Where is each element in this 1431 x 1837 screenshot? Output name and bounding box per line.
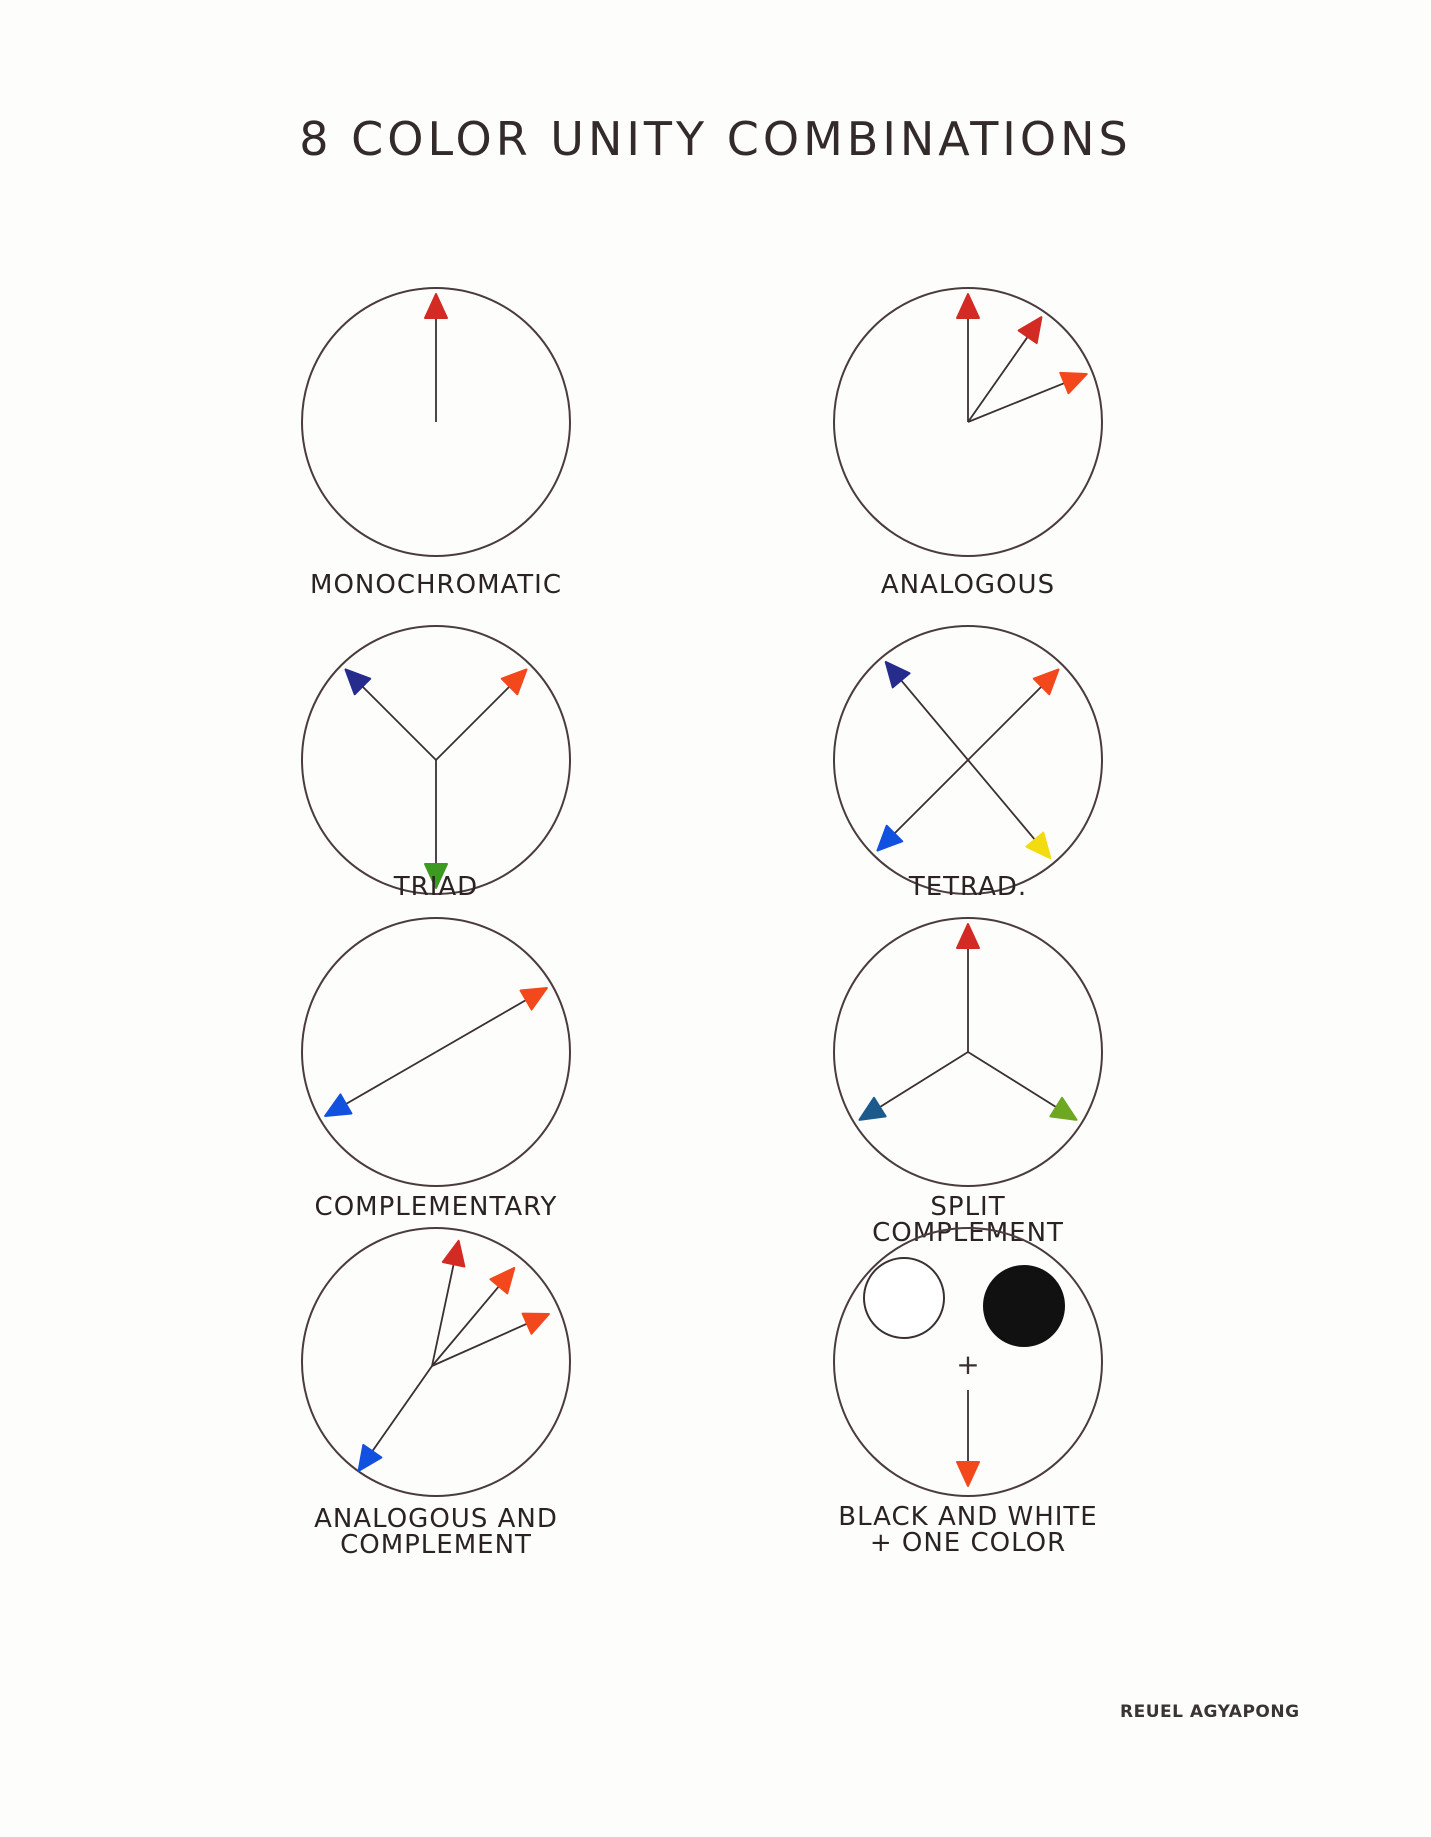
color-wheel-triad [301, 625, 571, 895]
panel-complementary: COMPLEMENTARY [298, 914, 574, 1224]
arrow-shaft [361, 685, 437, 761]
arrowhead-blue [357, 1443, 383, 1472]
color-wheel-analogous [833, 287, 1103, 557]
arrow-shaft [431, 1285, 500, 1367]
arrow-shaft [967, 1051, 1057, 1108]
arrowhead-red-orange [1032, 668, 1060, 696]
panel-split-complement: SPLIT COMPLEMENT [830, 914, 1106, 1246]
label-analogous-and-complement: ANALOGOUS AND COMPLEMENT [298, 1506, 574, 1558]
artist-signature: REUEL AGYAPONG [1120, 1702, 1300, 1722]
arrowhead-red [956, 923, 980, 949]
arrow-shaft [893, 759, 969, 835]
wheel-outline [833, 1227, 1103, 1497]
wheel-outline [301, 625, 571, 895]
label-line: TRIAD [393, 872, 479, 902]
arrowhead-red-orange [500, 668, 528, 696]
panel-black-and-white-one-color: + BLACK AND WHITE + ONE COLOR [830, 1224, 1106, 1556]
color-wheel-monochromatic [301, 287, 571, 557]
label-triad: TRIAD [298, 874, 574, 900]
label-black-and-white-one-color: BLACK AND WHITE + ONE COLOR [830, 1504, 1106, 1556]
wheel-outline [833, 625, 1103, 895]
arrowhead-green [424, 863, 448, 889]
label-line: MONOCHROMATIC [310, 570, 562, 600]
arrowhead-red [956, 293, 980, 319]
arrowhead-red-orange [521, 1312, 550, 1335]
label-line: BLACK AND WHITE [838, 1502, 1098, 1532]
arrowhead-blue [324, 1093, 353, 1117]
arrow-shaft [431, 1264, 455, 1367]
panel-triad: TRIAD [298, 622, 574, 902]
arrowhead-red [424, 293, 448, 319]
label-analogous: ANALOGOUS [830, 572, 1106, 598]
arrow-shaft [435, 685, 511, 761]
arrowhead-blue [876, 824, 904, 852]
arrow-shaft [900, 679, 969, 761]
wheel-outline [833, 287, 1103, 557]
panel-analogous-and-complement: ANALOGOUS AND COMPLEMENT [298, 1224, 574, 1558]
black-disc [983, 1265, 1065, 1347]
label-line: ANALOGOUS [880, 570, 1056, 600]
label-complementary: COMPLEMENTARY [298, 1194, 574, 1220]
arrowhead-red [441, 1239, 466, 1268]
arrowhead-red-orange [956, 1461, 980, 1487]
arrow-shaft [967, 685, 1043, 761]
arrow-shaft [967, 382, 1065, 423]
wheel-outline [833, 917, 1103, 1187]
arrowhead-red-orange [489, 1266, 516, 1295]
arrow-shaft [371, 1365, 433, 1452]
label-split-complement: SPLIT COMPLEMENT [830, 1194, 1106, 1246]
arrowhead-navy [884, 660, 911, 689]
wheel-outline [301, 917, 571, 1187]
plus-sign: + [956, 1348, 979, 1381]
label-line: ANALOGOUS AND [314, 1504, 558, 1534]
panel-tetrad: TETRAD. [830, 622, 1106, 902]
arrow-shaft [879, 1051, 969, 1108]
label-monochromatic: MONOCHROMATIC [298, 572, 574, 598]
wheel-outline [301, 287, 571, 557]
label-tetrad: TETRAD. [830, 874, 1106, 900]
panel-monochromatic: MONOCHROMATIC [298, 284, 574, 604]
label-line: COMPLEMENT [340, 1530, 532, 1560]
arrowhead-red-orange [519, 987, 548, 1011]
arrow-shaft [431, 1322, 528, 1367]
arrow-shaft [967, 759, 1036, 841]
color-wheel-complementary [301, 917, 571, 1187]
arrowhead-teal [858, 1096, 887, 1121]
arrowhead-red-orange [1059, 371, 1088, 395]
arrow-shaft [345, 1051, 437, 1105]
panel-analogous: ANALOGOUS [830, 284, 1106, 604]
color-wheel-split-complement [833, 917, 1103, 1187]
wheel-outline [301, 1227, 571, 1497]
arrowhead-navy [344, 668, 372, 696]
arrowhead-red [1017, 316, 1043, 345]
color-wheel-analogous-and-complement [301, 1227, 571, 1497]
arrowhead-yellow-green [1049, 1096, 1078, 1121]
page-title: 8 COLOR UNITY COMBINATIONS [299, 112, 1132, 166]
label-line: SPLIT COMPLEMENT [872, 1192, 1064, 1248]
color-wheel-tetrad [833, 625, 1103, 895]
label-line: TETRAD. [908, 872, 1028, 902]
label-line: COMPLEMENTARY [314, 1192, 558, 1222]
color-wheel-black-and-white-one-color: + [833, 1227, 1103, 1497]
label-line: + ONE COLOR [869, 1528, 1067, 1558]
arrow-shaft [435, 999, 527, 1053]
white-disc [863, 1257, 945, 1339]
arrowhead-yellow [1025, 831, 1052, 860]
arrow-shaft [967, 336, 1029, 423]
